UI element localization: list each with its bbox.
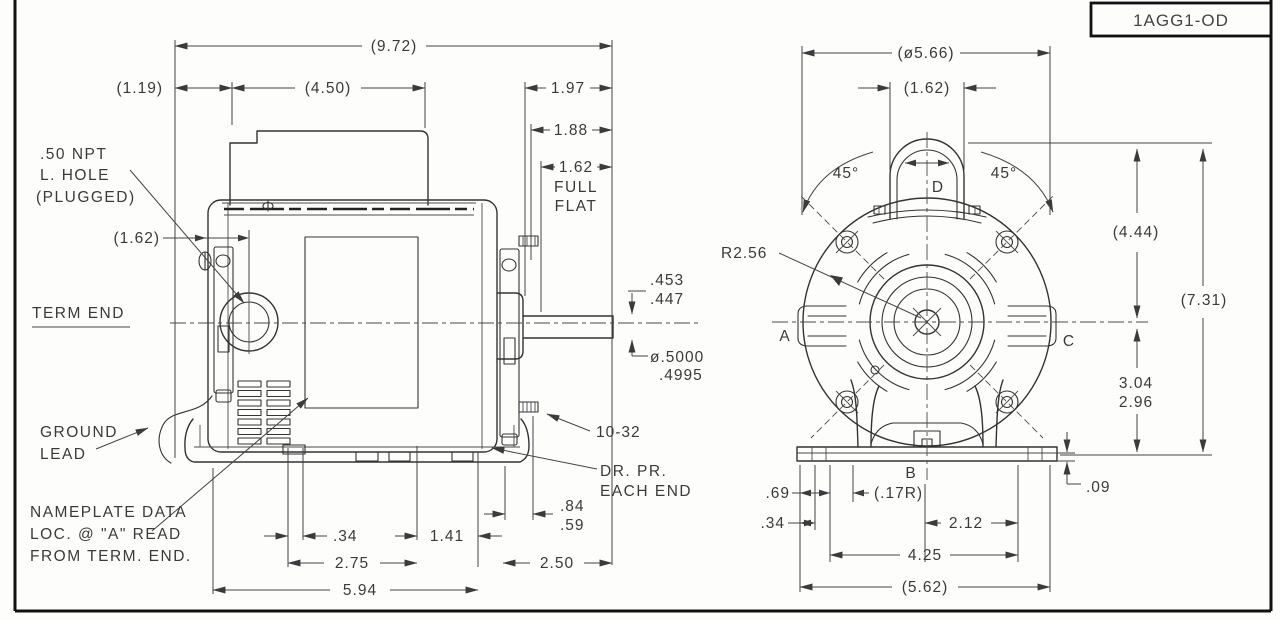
point-d: D — [932, 179, 944, 196]
point-a: A — [779, 328, 790, 345]
dim-foot-thickness: .09 — [1086, 479, 1111, 496]
dim-overall-length: (9.72) — [371, 38, 418, 55]
border-frame — [13, 0, 1273, 613]
dim-flat-height-max: .453 — [650, 272, 684, 289]
dim-flat-length: 1.62 — [559, 159, 593, 176]
side-view-texts: (9.72) (1.19) (4.50) 1.97 1.88 1.62 FULL… — [30, 38, 704, 599]
flat-word-2: FLAT — [555, 198, 598, 215]
dim-angle-right: 45° — [991, 165, 1017, 182]
ground-label-2: LEAD — [40, 446, 87, 463]
dim-height-731: (7.31) — [1181, 292, 1228, 309]
dim-shaft-ext-188: 1.88 — [554, 122, 588, 139]
dim-foot-212: 2.12 — [949, 515, 983, 532]
nameplate-note-2: LOC. @ "A" READ — [30, 526, 182, 543]
dim-outer-dia: (ø5.66) — [898, 45, 955, 62]
end-view-texts: (ø5.66) (1.62) 45° 45° R2.56 D A C B (4.… — [721, 45, 1228, 596]
dim-dome-width: (1.62) — [904, 80, 951, 97]
nameplate-note-3: FROM TERM. END. — [30, 548, 192, 565]
dim-59: .59 — [560, 517, 585, 534]
nameplate-leader — [151, 397, 309, 532]
end-view-dimensions — [778, 46, 1212, 592]
radius-leader — [778, 252, 922, 319]
dim-radius: R2.56 — [721, 245, 767, 262]
point-c: C — [1063, 333, 1075, 350]
ground-wire — [158, 395, 213, 464]
thread-callout: 10-32 — [596, 424, 641, 441]
dim-height-444: (4.44) — [1113, 224, 1160, 241]
side-view: (9.72) (1.19) (4.50) 1.97 1.88 1.62 FULL… — [30, 38, 704, 599]
dim-594: 5.94 — [343, 582, 377, 599]
title-box — [1089, 1, 1273, 38]
flat-word-1: FULL — [554, 179, 598, 196]
side-view-dimensions — [32, 40, 648, 594]
dim-npt-offset: (1.62) — [114, 230, 161, 247]
end-view: (ø5.66) (1.62) 45° 45° R2.56 D A C B (4.… — [721, 45, 1228, 596]
dim-275: 2.75 — [335, 555, 369, 572]
npt-label-2: L. HOLE — [40, 167, 110, 184]
ground-label-1: GROUND — [40, 424, 118, 441]
dim-141: 1.41 — [430, 528, 464, 545]
dim-shaft-ext-197: 1.97 — [551, 80, 585, 97]
dim-ch-296: 2.96 — [1119, 394, 1153, 411]
dim-angle-left: 45° — [833, 165, 859, 182]
dim-term-overhang: (1.19) — [117, 80, 164, 97]
dim-foot-34: .34 — [333, 528, 358, 545]
view-caption: TERM END — [32, 305, 125, 322]
thread-leader — [546, 413, 591, 432]
dim-250: 2.50 — [540, 555, 574, 572]
dim-ch-304: 3.04 — [1119, 375, 1153, 392]
clamp-bolts — [835, 230, 1019, 414]
ground-leader — [95, 427, 149, 450]
dim-shaft-dia-max: ø.5000 — [650, 349, 704, 366]
dim-foot-562: (5.62) — [902, 579, 949, 596]
point-b: B — [905, 465, 916, 482]
drill-note-2: EACH END — [600, 483, 692, 500]
dim-foot-radius: (.17R) — [874, 485, 923, 502]
side-view-outline — [158, 130, 700, 464]
dim-foot-425: 4.25 — [908, 547, 942, 564]
title-block: 1AGG1-OD — [1089, 1, 1273, 38]
dim-foot-69: .69 — [765, 485, 790, 502]
dim-84: .84 — [560, 498, 585, 515]
end-view-outline — [772, 132, 1148, 480]
npt-leader — [129, 169, 245, 304]
npt-label-3: (PLUGGED) — [36, 189, 136, 206]
dim-shaft-dia-min: .4995 — [659, 367, 703, 384]
drill-leader — [491, 447, 598, 470]
part-number: 1AGG1-OD — [1133, 11, 1229, 30]
dim-box-width: (4.50) — [305, 80, 352, 97]
nameplate-note-1: NAMEPLATE DATA — [30, 504, 187, 521]
npt-label-1: .50 NPT — [40, 146, 107, 163]
drill-note-1: DR. PR. — [600, 463, 667, 480]
dim-foot-34: .34 — [760, 515, 785, 532]
dim-flat-height-min: .447 — [650, 291, 684, 308]
